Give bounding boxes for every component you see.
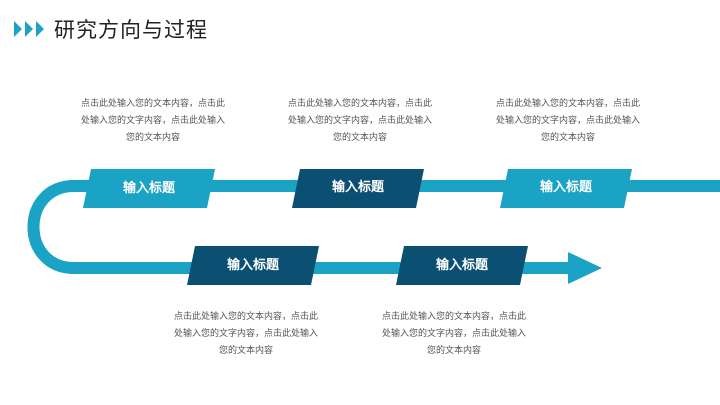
top-step-3-title: 输入标题 (539, 180, 592, 195)
top-step-box-3 (500, 169, 632, 208)
bottom-step-2-title: 输入标题 (435, 258, 488, 273)
arrow-head-icon (568, 252, 602, 284)
bottom-step-2-text: 点击此处输入您的文本内容，点击此处输入您的文字内容，点击此处输入您的文本内容 (381, 312, 526, 356)
top-step-2-text: 点击此处输入您的文本内容，点击此处输入您的文字内容，点击此处输入您的文本内容 (287, 99, 432, 143)
top-step-3-text: 点击此处输入您的文本内容，点击此处输入您的文字内容，点击此处输入您的文本内容 (495, 99, 640, 143)
bottom-step-box-2 (396, 246, 528, 285)
flow-u-turn (27, 180, 75, 274)
top-step-1-text: 点击此处输入您的文本内容，点击此处输入您的文字内容，点击此处输入您的文本内容 (80, 99, 225, 143)
chevron-right-icon (14, 21, 44, 37)
bottom-step-box-1 (187, 246, 319, 285)
top-step-box-2 (292, 169, 424, 208)
top-step-box-1 (83, 169, 215, 208)
top-step-1-title: 输入标题 (122, 181, 175, 196)
page-title: 研究方向与过程 (54, 18, 208, 42)
bottom-step-1-title: 输入标题 (226, 258, 279, 273)
slide-header: 研究方向与过程 (14, 14, 208, 44)
bottom-step-1-text: 点击此处输入您的文本内容，点击此处输入您的文字内容，点击此处输入您的文本内容 (173, 312, 318, 356)
top-step-2-title: 输入标题 (331, 180, 384, 195)
